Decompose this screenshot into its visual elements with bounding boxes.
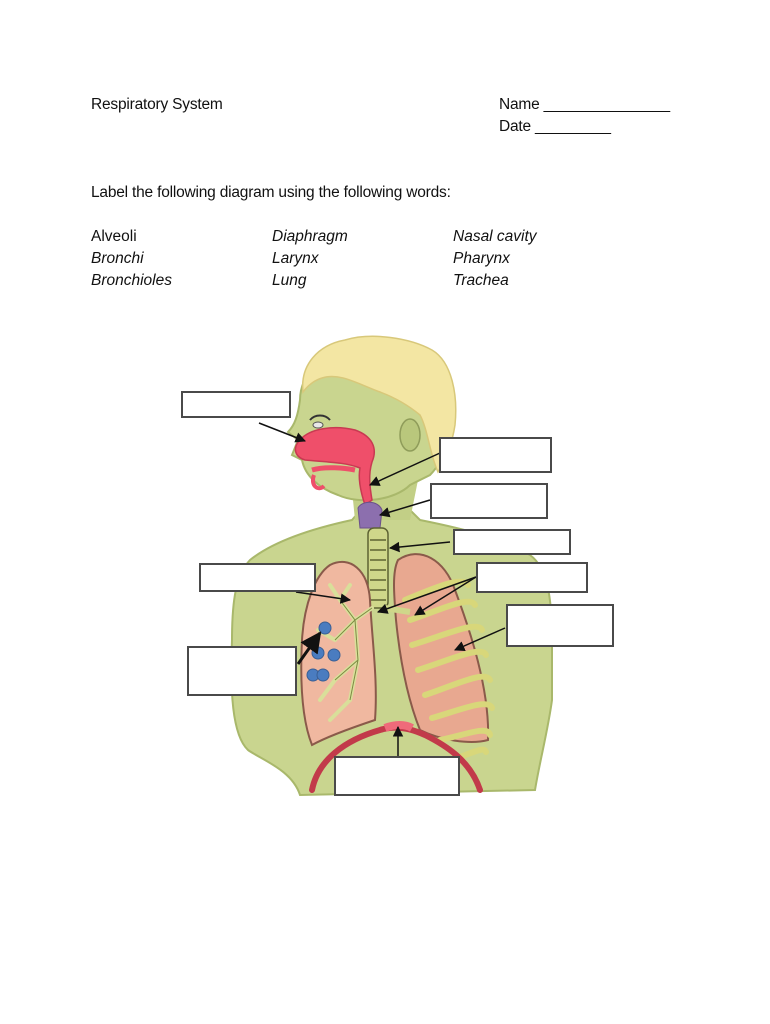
arrow-pharynx	[369, 452, 441, 486]
label-box-bronchi[interactable]	[476, 562, 588, 593]
word-lung: Lung	[272, 272, 307, 289]
arrow-nasal-cavity	[258, 422, 306, 443]
trachea-illustration	[367, 527, 389, 609]
label-box-bronchioles[interactable]	[199, 563, 316, 592]
arrow-bronchi-1	[377, 576, 477, 614]
label-box-pharynx[interactable]	[439, 437, 552, 473]
arrow-bronchi-2	[414, 576, 477, 616]
word-nasal-cavity: Nasal cavity	[453, 228, 537, 245]
arrow-trachea	[388, 541, 451, 553]
label-box-lung[interactable]	[506, 604, 614, 647]
left-lung-illustration	[300, 560, 377, 747]
label-box-trachea[interactable]	[453, 529, 571, 555]
head-illustration	[286, 335, 457, 529]
label-box-alveoli[interactable]	[187, 646, 297, 696]
word-pharynx: Pharynx	[453, 250, 510, 267]
word-bronchi: Bronchi	[91, 250, 144, 267]
instructions: Label the following diagram using the fo…	[91, 184, 451, 201]
right-lung-illustration	[384, 553, 495, 763]
word-larynx: Larynx	[272, 250, 319, 267]
arrow-larynx	[378, 499, 431, 518]
date-field[interactable]: Date _________	[499, 118, 611, 135]
name-field[interactable]: Name _______________	[499, 96, 670, 113]
word-alveoli: Alveoli	[91, 228, 137, 245]
arrow-lung	[454, 627, 506, 651]
worksheet-title: Respiratory System	[91, 96, 223, 113]
word-bank-column-3: Nasal cavity Pharynx Trachea	[453, 226, 537, 292]
label-box-diaphragm[interactable]	[334, 756, 460, 796]
word-bank-column-1: Alveoli Bronchi Bronchioles	[91, 226, 172, 292]
label-box-larynx[interactable]	[430, 483, 548, 519]
word-trachea: Trachea	[453, 272, 509, 289]
arrow-bronchioles	[295, 591, 352, 604]
label-box-nasal-cavity[interactable]	[181, 391, 291, 418]
word-diaphragm: Diaphragm	[272, 228, 348, 245]
word-bronchioles: Bronchioles	[91, 272, 172, 289]
arrow-alveoli	[296, 631, 322, 665]
pointer-arrows	[258, 422, 506, 756]
word-bank-column-2: Diaphragm Larynx Lung	[272, 226, 348, 292]
